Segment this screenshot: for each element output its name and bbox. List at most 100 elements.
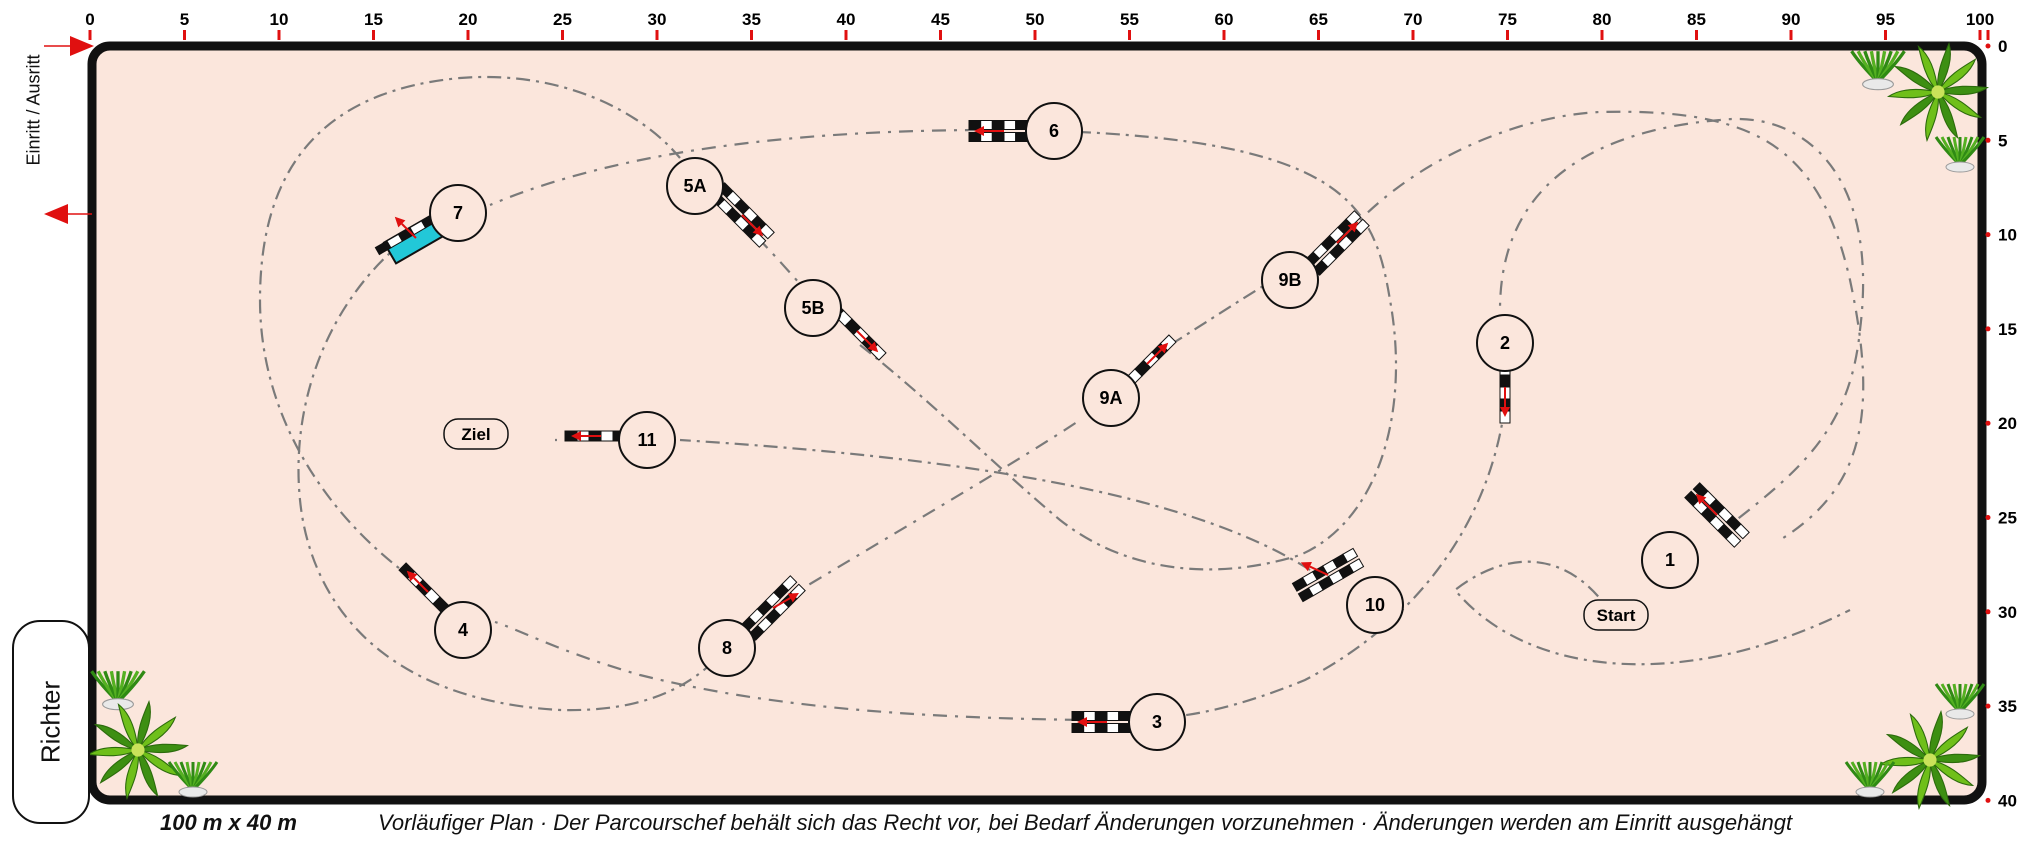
pole-segment (1071, 723, 1085, 733)
right-tick-label: 20 (1998, 414, 2017, 433)
start-marker-box (1583, 599, 1649, 631)
arrow-shaft (1309, 565, 1329, 576)
obstacle-number-1: 1 (1641, 531, 1699, 589)
arrow-shaft (741, 214, 757, 230)
arrow-head (1300, 562, 1312, 572)
pole-segment (1003, 120, 1017, 130)
right-tick-label: 40 (1998, 791, 2017, 810)
track-7-8 (297, 239, 741, 712)
pole-segment (968, 120, 982, 130)
right-tick-label: 10 (1998, 226, 2017, 245)
plants-layer (86, 41, 1990, 811)
pole-segment (1071, 711, 1085, 721)
track-1-2 (1498, 117, 1865, 526)
pole-segment (1094, 711, 1108, 721)
obstacle-number-9b: 9B (1261, 251, 1319, 309)
track-2-3 (1149, 404, 1507, 720)
pole-segment (968, 132, 982, 142)
oxer-back-pole (1684, 490, 1742, 548)
judge-box: Richter (12, 620, 90, 824)
palm-leaf (136, 743, 190, 754)
right-tick-label: 25 (1998, 509, 2017, 528)
palm-center (1923, 753, 1937, 767)
palm-leaf (1928, 726, 1969, 762)
number-label: 10 (1365, 595, 1385, 615)
plant-pot (1855, 786, 1885, 798)
obstacle-number-11: 11 (618, 411, 676, 469)
top-tick-label: 10 (270, 10, 289, 29)
pole-segment (1353, 218, 1370, 235)
number-label: 11 (637, 430, 656, 450)
oxer-front-pole (1692, 482, 1750, 540)
palm-leaf (1937, 41, 1951, 94)
pole-segment (758, 223, 775, 240)
track (258, 75, 1865, 722)
pole-segment (1733, 523, 1750, 540)
entry-arrow-top (70, 36, 94, 56)
arrow-shaft (1336, 228, 1352, 244)
number-label: 4 (458, 620, 468, 640)
number-label: 7 (453, 203, 463, 223)
plant-icon (1934, 683, 1986, 720)
obstacle-number-3: 3 (1128, 693, 1186, 751)
plant-pot (1862, 78, 1894, 91)
obstacle-number-7: 7 (429, 184, 487, 242)
arrow-head (1347, 221, 1359, 233)
direction-arrow (1300, 562, 1329, 576)
palm-leaf (137, 699, 151, 752)
number-label: 9B (1278, 270, 1301, 290)
arrow-head (1500, 407, 1510, 417)
right-tick-mark (1985, 797, 1991, 803)
top-tick-label: 90 (1782, 10, 1801, 29)
top-tick-label: 95 (1876, 10, 1895, 29)
palm-leaf (125, 748, 139, 801)
palm-leaf (99, 748, 140, 784)
palm-leaf (1917, 758, 1931, 811)
oxer-back-pole (1312, 218, 1370, 276)
pole-segment (600, 430, 614, 442)
top-tick-label: 60 (1215, 10, 1234, 29)
arrow-head (974, 126, 984, 136)
palm-leaf (1929, 709, 1943, 762)
oxer-front-pole (1291, 547, 1359, 592)
palm-center (131, 743, 145, 757)
arrow-head (1077, 717, 1087, 727)
right-tick-label: 5 (1998, 131, 2007, 150)
right-tick-mark (1985, 420, 1991, 426)
pole-segment (1725, 531, 1742, 548)
top-tick-label: 35 (742, 10, 761, 29)
obstacle-number-8: 8 (698, 619, 756, 677)
obstacle-fence-9b (1304, 210, 1370, 276)
right-tick-mark (1985, 137, 1991, 143)
oxer-front-pole (717, 182, 775, 240)
palm-leaf (1899, 90, 1940, 126)
top-tick-label: 65 (1309, 10, 1328, 29)
arrow-head (571, 431, 581, 441)
pole-segment (1106, 723, 1120, 733)
palm-leaf (1937, 90, 1959, 140)
obstacle-fence-10 (1291, 547, 1365, 603)
number-circle (666, 157, 724, 215)
number-label: 1 (1665, 550, 1675, 570)
top-tick-label: 50 (1026, 10, 1045, 29)
top-tick-label: 25 (553, 10, 572, 29)
pole-segment (1094, 723, 1108, 733)
number-circle (1476, 314, 1534, 372)
pole-segment (1499, 374, 1511, 388)
track-3-4 (494, 620, 1091, 722)
finish-marker: Ziel (443, 418, 509, 450)
obstacle-fence-8 (740, 575, 806, 641)
right-tick-mark (1985, 43, 1991, 49)
obstacle-number-6: 6 (1025, 102, 1083, 160)
palm-leaf (1893, 65, 1940, 93)
pole-segment (750, 231, 767, 248)
plant-pot (178, 786, 208, 798)
palm-leaf (1936, 91, 1983, 119)
right-tick-mark (1985, 232, 1991, 238)
number-label: 5B (801, 298, 824, 318)
direction-arrow (1500, 387, 1510, 417)
arrow-shaft (1702, 500, 1718, 516)
palm-icon (1878, 709, 1982, 811)
palm-leaf (136, 716, 177, 752)
